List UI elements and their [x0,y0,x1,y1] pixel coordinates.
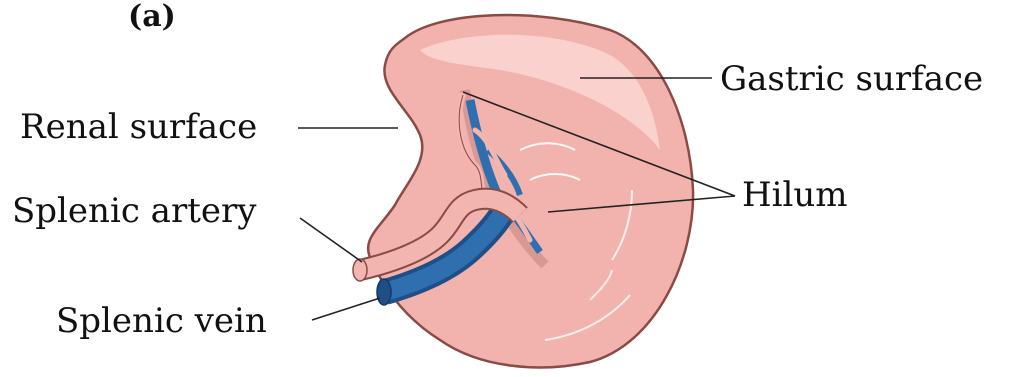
splenic-vein-end [377,279,391,305]
splenic-artery-label: Splenic artery [12,191,257,231]
splenic-artery-leader [300,218,362,262]
splenic-vein-leader [312,298,380,320]
spleen-organ [368,15,693,367]
splenic-artery-end [353,259,367,281]
renal-surface-label: Renal surface [20,107,257,147]
splenic-vein-label: Splenic vein [56,301,267,341]
panel-label: (a) [128,0,176,34]
hilum-label: Hilum [742,175,848,215]
gastric-surface-label: Gastric surface [720,59,983,99]
